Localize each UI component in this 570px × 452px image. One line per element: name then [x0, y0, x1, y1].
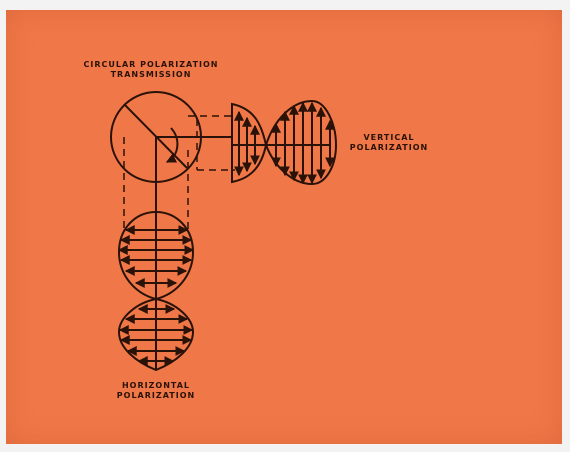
- vertical-label-line-1: VERTICAL: [337, 133, 441, 143]
- horizontal-label-line-2: POLARIZATION: [104, 391, 208, 401]
- vertical-label-line-2: POLARIZATION: [337, 143, 441, 153]
- circular-transmission-symbol: [111, 92, 233, 185]
- vertical-polarization-wave: [232, 101, 336, 184]
- horizontal-polarization-wave: [119, 182, 193, 370]
- vertical-wave-lobe-1: [232, 104, 266, 182]
- circular-label-line-1: CIRCULAR POLARIZATION: [60, 60, 242, 70]
- vertical-polarization-label: VERTICAL POLARIZATION: [337, 133, 441, 153]
- circular-label-line-2: TRANSMISSION: [60, 70, 242, 80]
- horizontal-label-line-1: HORIZONTAL: [104, 381, 208, 391]
- projection-dashed-lines: [124, 116, 235, 230]
- horizontal-polarization-label: HORIZONTAL POLARIZATION: [104, 381, 208, 401]
- circular-polarization-transmission-label: CIRCULAR POLARIZATION TRANSMISSION: [60, 60, 242, 80]
